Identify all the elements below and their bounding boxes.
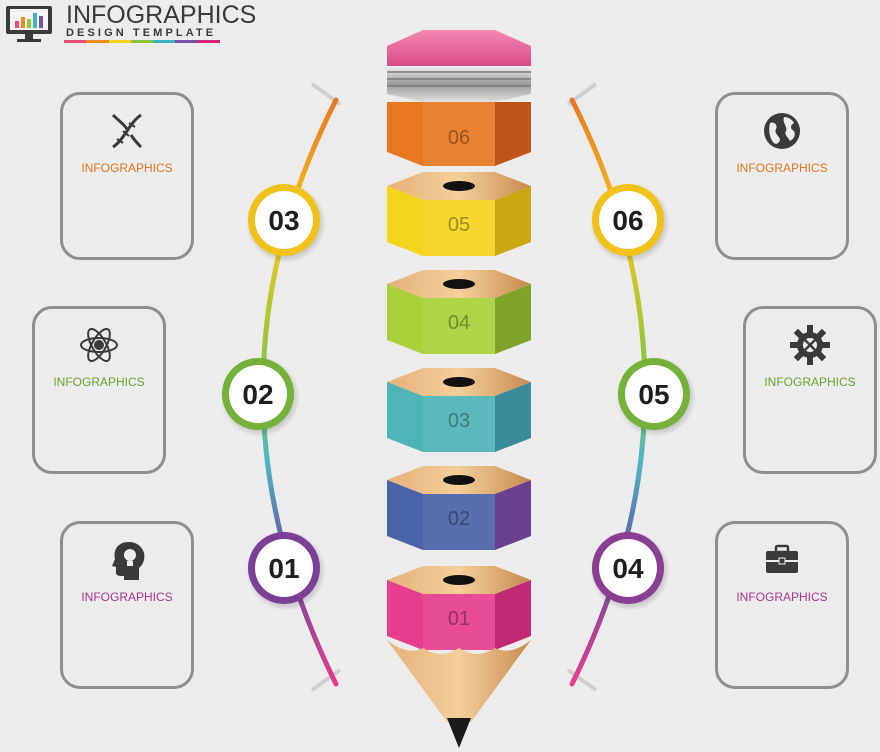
step-number: 03	[268, 205, 299, 236]
header-subtitle: DESIGN TEMPLATE	[66, 27, 217, 39]
header-color-stripe	[64, 40, 220, 43]
info-card-right-1: INFOGRAPHICS	[715, 92, 849, 260]
segment-left-face	[387, 284, 423, 354]
dna-icon	[111, 113, 143, 149]
segment-hole	[443, 377, 475, 387]
segment-front-face	[423, 102, 495, 166]
segment-hole	[443, 181, 475, 191]
stripe-segment	[130, 40, 154, 43]
step-number: 04	[612, 553, 644, 584]
segment-label: 04	[448, 312, 470, 334]
segment-left-face	[387, 186, 423, 256]
pencil-segment: 05	[387, 172, 531, 256]
segment-left-face	[387, 382, 423, 452]
step-circle-01: 01	[246, 531, 326, 611]
pencil-lead	[447, 718, 471, 748]
segment-front-face	[423, 396, 495, 452]
stripe-segment	[153, 40, 176, 43]
segment-right-face	[495, 102, 531, 166]
info-card-right-2: INFOGRAPHICS	[743, 306, 877, 474]
pencil-segment: 06	[387, 102, 531, 166]
segment-right-face	[495, 382, 531, 452]
segment-label: 02	[448, 508, 470, 530]
info-card-left-1: INFOGRAPHICS	[60, 92, 194, 260]
header: INFOGRAPHICS DESIGN TEMPLATE	[4, 2, 256, 46]
segment-left-face	[387, 580, 423, 650]
segment-hole	[443, 575, 475, 585]
step-circle-02: 02	[220, 357, 300, 437]
gear-icon	[790, 325, 830, 365]
step-circles: 03 02 01 06 05 04	[220, 183, 696, 611]
segment-front-face	[423, 298, 495, 354]
step-number: 02	[242, 379, 273, 410]
segment-label: 05	[448, 214, 470, 236]
monitor-chart-icon	[6, 6, 52, 42]
stripe-segment	[197, 40, 220, 43]
segment-left-face	[387, 102, 423, 166]
arc-end-shadow	[566, 668, 598, 692]
pencil-segment: 03	[387, 368, 531, 452]
segment-front-face	[423, 200, 495, 256]
step-circle-face	[625, 365, 683, 423]
step-circle-03: 03	[246, 183, 326, 263]
step-number: 01	[268, 553, 299, 584]
segment-front-face	[423, 494, 495, 550]
card-label: INFOGRAPHICS	[736, 590, 828, 604]
segment-left-face	[387, 480, 423, 550]
stripe-segment	[175, 40, 198, 43]
segment-hole	[443, 279, 475, 289]
segment-right-face	[495, 580, 531, 650]
segment-label: 06	[448, 127, 470, 149]
segment-label: 01	[448, 608, 470, 630]
step-circle-face	[255, 539, 313, 597]
atom-icon	[80, 328, 118, 362]
info-card-left-3: INFOGRAPHICS	[60, 521, 194, 689]
head-lightbulb-icon	[112, 542, 145, 580]
card-label: INFOGRAPHICS	[736, 161, 828, 175]
step-circle-face	[255, 191, 313, 249]
step-number: 06	[612, 205, 643, 236]
header-title: INFOGRAPHICS	[66, 1, 257, 29]
pencil-tip-wood	[387, 640, 531, 722]
globe-icon	[764, 113, 800, 149]
pencil-ferrule	[387, 66, 531, 102]
step-number: 05	[638, 379, 669, 410]
stripe-segment	[64, 40, 87, 43]
segment-front-face	[423, 594, 495, 650]
info-card-left-2: INFOGRAPHICS	[32, 306, 166, 474]
card-label: INFOGRAPHICS	[53, 375, 145, 389]
pencil: 06 05 04 03 02 01	[387, 30, 531, 748]
segment-right-face	[495, 480, 531, 550]
briefcase-icon	[766, 544, 798, 573]
card-label: INFOGRAPHICS	[81, 590, 173, 604]
step-circle-face	[229, 365, 287, 423]
card-label: INFOGRAPHICS	[764, 375, 856, 389]
step-circle-04: 04	[590, 531, 670, 611]
card-label: INFOGRAPHICS	[81, 161, 173, 175]
arc-end-shadow	[310, 668, 342, 692]
stripe-segment	[108, 40, 131, 43]
segment-label: 03	[448, 410, 470, 432]
info-card-right-3: INFOGRAPHICS	[715, 521, 849, 689]
segment-right-face	[495, 186, 531, 256]
step-circle-face	[599, 191, 657, 249]
step-circle-05: 05	[616, 357, 696, 437]
stripe-segment	[86, 40, 109, 43]
step-circle-face	[599, 539, 657, 597]
pencil-segment: 02	[387, 466, 531, 550]
pencil-eraser	[387, 30, 531, 66]
pencil-segment: 04	[387, 270, 531, 354]
pencil-segment: 01	[387, 566, 531, 650]
step-circle-06: 06	[590, 183, 670, 263]
segment-hole	[443, 475, 475, 485]
segment-right-face	[495, 284, 531, 354]
